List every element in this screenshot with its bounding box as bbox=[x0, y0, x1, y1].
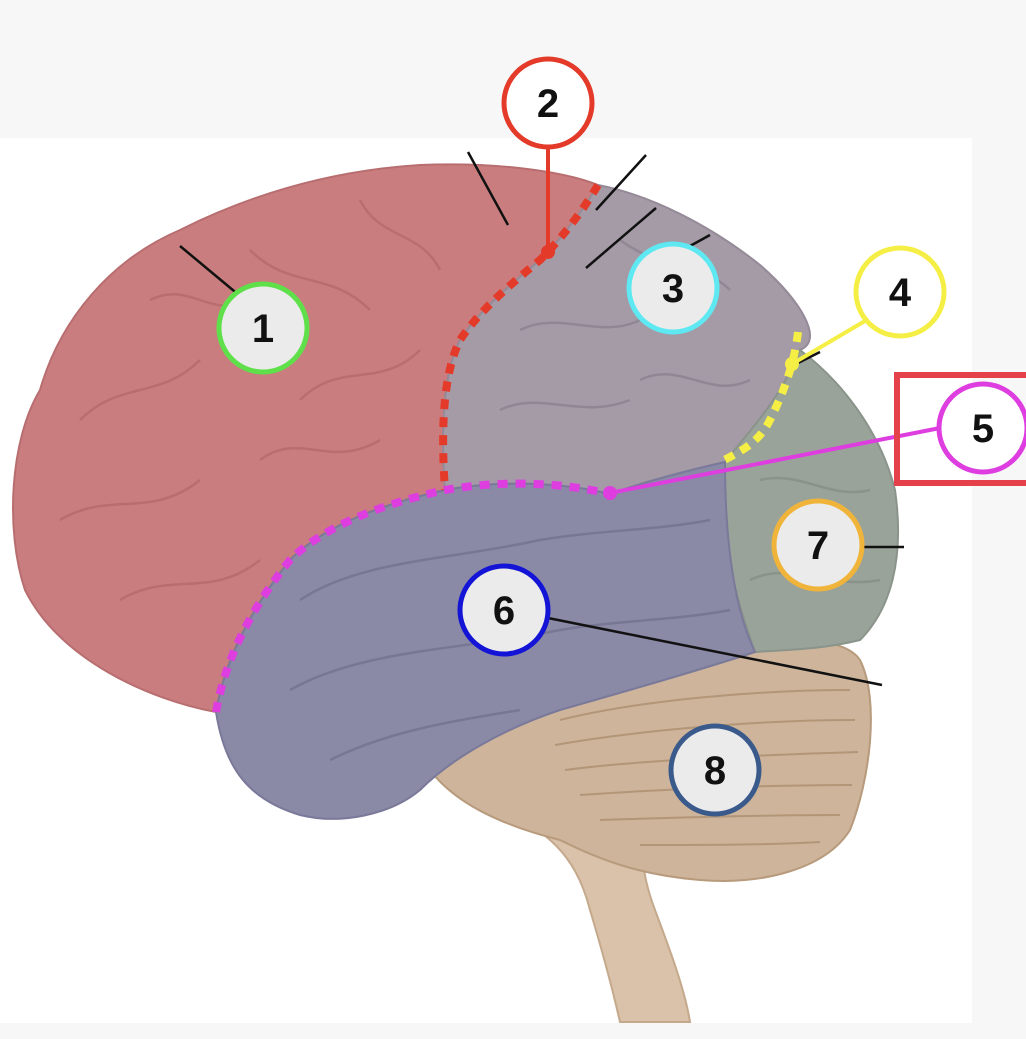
label-5-text: 5 bbox=[972, 407, 994, 451]
pointer-5-dot bbox=[603, 486, 617, 500]
label-6-circle bbox=[457, 563, 551, 657]
pointer-4-dot bbox=[785, 357, 799, 371]
label-2-text: 2 bbox=[537, 82, 559, 126]
label-2-circle bbox=[501, 56, 595, 150]
label-7-text: 7 bbox=[807, 524, 829, 568]
label-3-circle bbox=[626, 241, 720, 335]
leader-lines bbox=[179, 151, 904, 687]
label-8-text: 8 bbox=[704, 749, 726, 793]
label-5[interactable]: 5 bbox=[936, 381, 1026, 475]
label-6[interactable]: 6 bbox=[457, 563, 551, 657]
label-5-circle bbox=[936, 381, 1026, 475]
pointer-2-dot bbox=[541, 245, 555, 259]
central-sulcus-line bbox=[439, 182, 602, 491]
label-3[interactable]: 3 bbox=[626, 241, 720, 335]
pointer-4 bbox=[790, 316, 872, 366]
label-1-text: 1 bbox=[252, 307, 274, 351]
parieto-occipital-line bbox=[718, 331, 802, 466]
label-1-circle bbox=[216, 281, 310, 375]
label-3-text: 3 bbox=[662, 267, 684, 311]
lateral-sulcus-line bbox=[212, 479, 611, 713]
label-6-text: 6 bbox=[493, 589, 515, 633]
label-7[interactable]: 7 bbox=[771, 498, 865, 592]
label-1[interactable]: 1 bbox=[216, 281, 310, 375]
brainstem bbox=[519, 819, 692, 1023]
highlight-box bbox=[894, 372, 1026, 486]
label-2[interactable]: 2 bbox=[501, 56, 595, 150]
label-8-circle bbox=[668, 723, 762, 817]
label-4-circle bbox=[853, 245, 947, 339]
pointer-5 bbox=[609, 426, 941, 495]
label-4[interactable]: 4 bbox=[853, 245, 947, 339]
temporal-gyri bbox=[289, 518, 731, 762]
label-7-circle bbox=[771, 498, 865, 592]
label-8[interactable]: 8 bbox=[668, 723, 762, 817]
frontal-gyri bbox=[59, 199, 442, 602]
label-4-text: 4 bbox=[889, 271, 912, 315]
